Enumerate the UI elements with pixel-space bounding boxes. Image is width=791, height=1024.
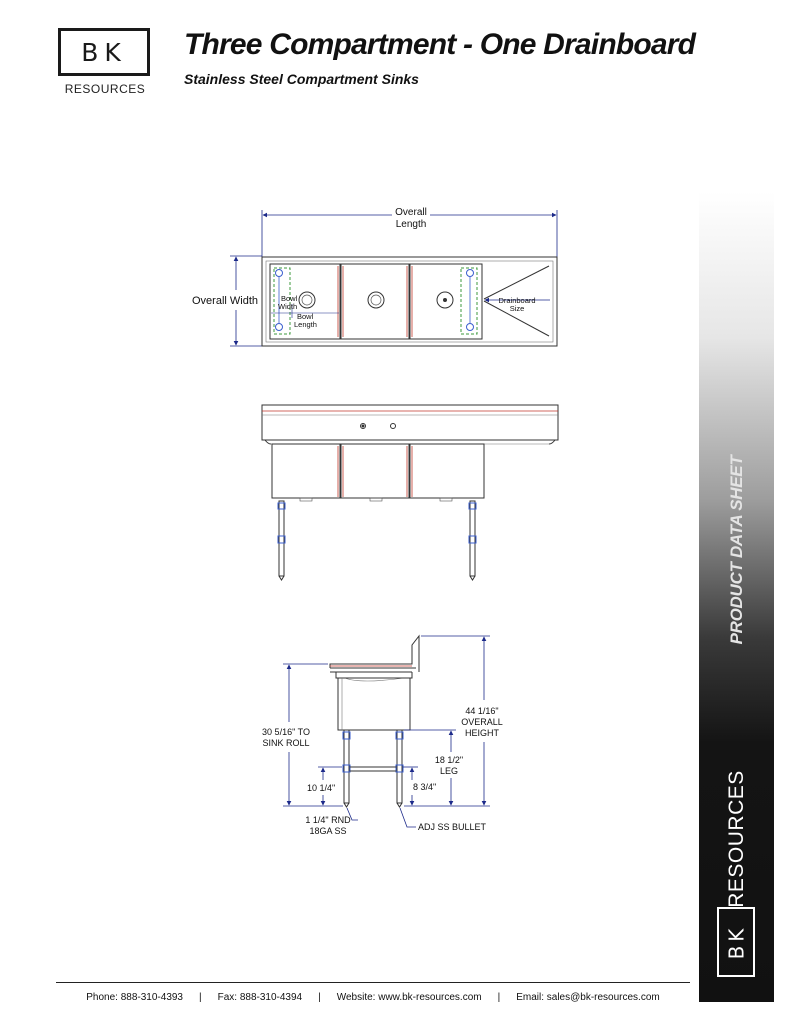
- label-drainboard-1: Drainboard: [498, 296, 535, 305]
- svg-text:Bowl: Bowl: [281, 294, 298, 303]
- label-overall-width: Overall Width: [192, 295, 258, 307]
- sidebar-gradient-band: [699, 192, 774, 1002]
- footer-fax: Fax: 888-310-4394: [217, 991, 303, 1003]
- logo-mark: BK: [81, 37, 127, 67]
- label-sink-roll-2: SINK ROLL: [262, 738, 309, 748]
- brand-logo: BK: [58, 28, 150, 76]
- svg-text:Width: Width: [278, 302, 297, 311]
- label-leg-2: LEG: [440, 766, 458, 776]
- svg-text:Drainboard: Drainboard: [498, 296, 535, 305]
- label-leg-1: 18 1/2": [435, 755, 463, 765]
- front-view: [261, 404, 559, 581]
- svg-text:OVERALL: OVERALL: [461, 717, 503, 727]
- label-height-1: 44 1/16": [465, 706, 498, 716]
- label-tube-2: 18GA SS: [309, 826, 346, 836]
- svg-text:30 5/16" TO: 30 5/16" TO: [262, 727, 310, 737]
- top-view: Overall Length Overall Width: [192, 207, 558, 347]
- label-overall-length-1: Overall: [395, 207, 427, 218]
- label-drainboard-2: Size: [510, 304, 525, 313]
- svg-text:10 1/4": 10 1/4": [307, 783, 335, 793]
- logo-subtext: RESOURCES: [64, 82, 146, 96]
- footer-divider: [56, 982, 690, 983]
- footer-contact: Phone: 888-310-4393 | Fax: 888-310-4394 …: [56, 989, 690, 1005]
- svg-text:LEG: LEG: [440, 766, 458, 776]
- footer-phone: Phone: 888-310-4393: [86, 991, 183, 1003]
- svg-text:Overall Width: Overall Width: [192, 295, 258, 307]
- svg-text:1 1/4" RND: 1 1/4" RND: [305, 815, 351, 825]
- svg-text:18GA SS: 18GA SS: [309, 826, 346, 836]
- label-bowl-length-1: Bowl: [297, 312, 314, 321]
- svg-text:HEIGHT: HEIGHT: [465, 728, 500, 738]
- footer-website[interactable]: Website: www.bk-resources.com: [336, 991, 482, 1003]
- svg-text:Overall: Overall: [395, 207, 427, 218]
- svg-text:ADJ SS BULLET: ADJ SS BULLET: [418, 822, 487, 832]
- sidebar-logo: BK: [717, 907, 755, 977]
- label-bullet: ADJ SS BULLET: [418, 822, 487, 832]
- page-subtitle: Stainless Steel Compartment Sinks: [184, 71, 419, 87]
- label-height-2: OVERALL: [461, 717, 503, 727]
- svg-text:Bowl: Bowl: [297, 312, 314, 321]
- side-view: 30 5/16" TO SINK ROLL 10 1/4" 44 1/16" O…: [262, 634, 503, 836]
- footer-separator: |: [199, 991, 202, 1003]
- footer-separator: |: [318, 991, 321, 1003]
- footer-email[interactable]: Email: sales@bk-resources.com: [516, 991, 660, 1003]
- svg-text:44 1/16": 44 1/16": [465, 706, 498, 716]
- label-height-3: HEIGHT: [465, 728, 500, 738]
- page-title: Three Compartment - One Drainboard: [184, 28, 696, 61]
- svg-text:18 1/2": 18 1/2": [435, 755, 463, 765]
- label-10-1-4: 10 1/4": [307, 783, 335, 793]
- label-overall-length-2: Length: [396, 219, 427, 230]
- label-sink-roll-1: 30 5/16" TO: [262, 727, 310, 737]
- svg-text:SINK ROLL: SINK ROLL: [262, 738, 309, 748]
- label-bowl-width-2: Width: [278, 302, 297, 311]
- svg-text:Length: Length: [294, 320, 317, 329]
- label-bowl-width-1: Bowl: [281, 294, 298, 303]
- svg-text:Length: Length: [396, 219, 427, 230]
- footer-separator: |: [497, 991, 501, 1003]
- svg-text:8 3/4": 8 3/4": [413, 782, 436, 792]
- label-8-3-4: 8 3/4": [413, 782, 436, 792]
- label-tube-1: 1 1/4" RND: [305, 815, 351, 825]
- label-bowl-length-2: Length: [294, 320, 317, 329]
- svg-text:Size: Size: [510, 304, 525, 313]
